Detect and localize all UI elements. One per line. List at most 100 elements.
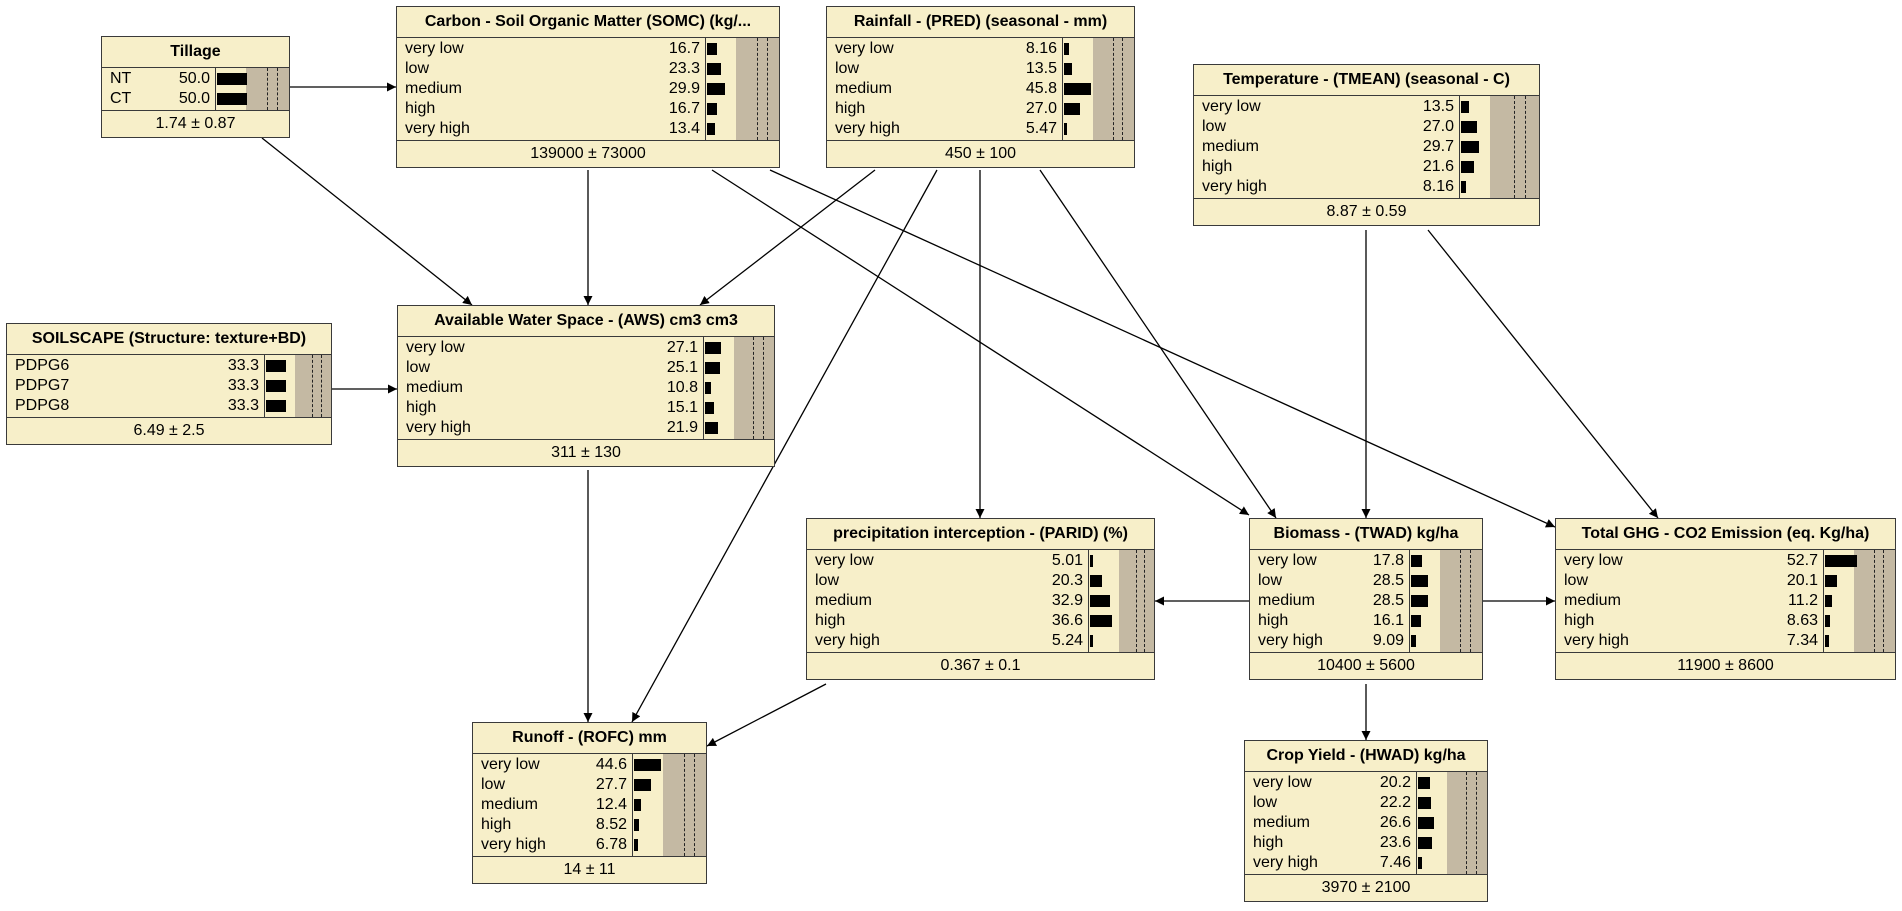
state-label: high xyxy=(1564,612,1595,629)
state-probability: 29.9 xyxy=(668,80,700,97)
state-probability: 33.3 xyxy=(227,357,259,374)
node-temperature[interactable]: Temperature - (TMEAN) (seasonal - C)very… xyxy=(1193,64,1540,226)
state-probability: 6.78 xyxy=(595,836,627,853)
state-probability: 23.6 xyxy=(1379,834,1411,851)
state-probability: 28.5 xyxy=(1372,572,1404,589)
scale-tick xyxy=(1135,550,1137,652)
belief-bar-area xyxy=(1459,96,1539,198)
state-probability: 8.52 xyxy=(595,816,627,833)
node-mean-value: 10400 ± 5600 xyxy=(1317,657,1415,674)
arrow-temperature-to-ghg xyxy=(1427,229,1659,519)
state-label: NT xyxy=(110,70,132,87)
belief-bar-area xyxy=(264,355,331,417)
probability-bar xyxy=(707,63,721,75)
node-mean-value: 6.49 ± 2.5 xyxy=(133,422,205,439)
probability-bar xyxy=(1461,181,1466,193)
node-title: Runoff - (ROFC) mm xyxy=(473,723,706,754)
scale-tick xyxy=(1112,38,1114,140)
node-title: Temperature - (TMEAN) (seasonal - C) xyxy=(1194,65,1539,96)
state-row: very low 27.1 xyxy=(398,338,703,358)
node-mean-value: 1.74 ± 0.87 xyxy=(155,115,236,132)
probability-bar xyxy=(1825,615,1831,627)
state-label: high xyxy=(405,100,436,117)
state-probability: 16.7 xyxy=(668,40,700,57)
node-rainfall[interactable]: Rainfall - (PRED) (seasonal - mm)very lo… xyxy=(826,6,1135,168)
state-label: very low xyxy=(815,552,874,569)
probability-bar xyxy=(707,123,716,135)
state-probability: 8.16 xyxy=(1422,178,1454,195)
state-probability: 27.0 xyxy=(1025,100,1057,117)
state-label: medium xyxy=(405,80,462,97)
belief-bar-area xyxy=(1409,550,1482,652)
state-label: high xyxy=(481,816,512,833)
probability-bar xyxy=(1461,101,1470,113)
state-label: very low xyxy=(1258,552,1317,569)
state-probability: 45.8 xyxy=(1025,80,1057,97)
probability-bar xyxy=(1090,595,1110,607)
scale-tick xyxy=(1513,96,1515,198)
state-probability: 27.7 xyxy=(595,776,627,793)
scale-tick xyxy=(762,337,764,439)
state-probability: 5.47 xyxy=(1025,120,1057,137)
probability-bar xyxy=(1090,635,1094,647)
scale-tick xyxy=(1470,550,1471,652)
state-label: low xyxy=(835,60,860,77)
probability-bar xyxy=(634,839,639,851)
state-probability: 9.09 xyxy=(1372,632,1404,649)
state-label: low xyxy=(1202,118,1227,135)
probability-bar xyxy=(705,342,722,354)
probability-bar xyxy=(1090,575,1103,587)
probability-bar xyxy=(634,819,640,831)
state-label: high xyxy=(406,399,437,416)
state-probability: 20.1 xyxy=(1786,572,1818,589)
arrow-rainfall-to-runoff xyxy=(631,169,938,723)
state-probability: 27.1 xyxy=(666,339,698,356)
arrow-somc-to-ghg xyxy=(769,169,1556,528)
probability-bar xyxy=(1411,555,1422,567)
state-label: very low xyxy=(1564,552,1623,569)
state-probability: 8.16 xyxy=(1025,40,1057,57)
state-probability: 13.4 xyxy=(668,120,700,137)
state-label: low xyxy=(1258,572,1283,589)
node-precipitation-interception[interactable]: precipitation interception - (PARID) (%)… xyxy=(806,518,1155,680)
probability-bar xyxy=(707,43,718,55)
node-total-ghg[interactable]: Total GHG - CO2 Emission (eq. Kg/ha)very… xyxy=(1555,518,1896,680)
state-probability: 36.6 xyxy=(1051,612,1083,629)
probability-bar xyxy=(705,362,721,374)
node-soil-organic-matter[interactable]: Carbon - Soil Organic Matter (SOMC) (kg/… xyxy=(396,6,780,168)
state-probability: 5.24 xyxy=(1051,632,1083,649)
state-probability: 32.9 xyxy=(1051,592,1083,609)
probability-bar xyxy=(1090,615,1112,627)
probability-bar xyxy=(1064,43,1069,55)
state-label: high xyxy=(1202,158,1233,175)
state-label: very low xyxy=(406,339,465,356)
state-probability: 20.3 xyxy=(1051,572,1083,589)
probability-bar xyxy=(266,400,286,412)
